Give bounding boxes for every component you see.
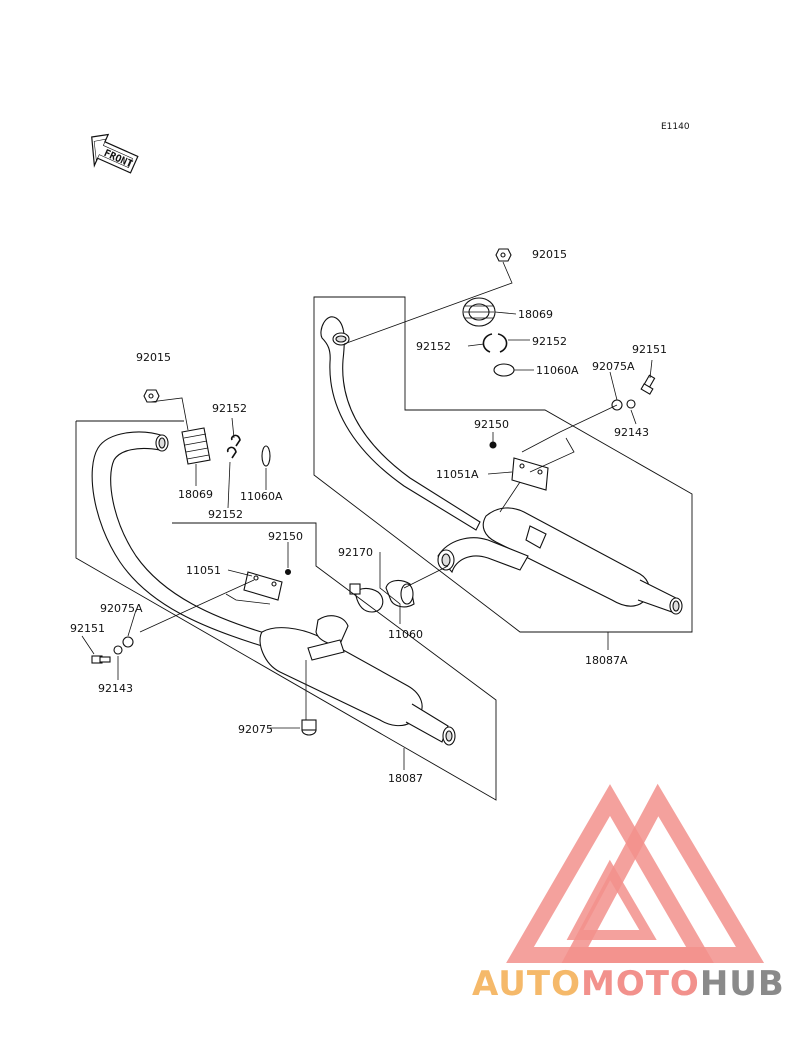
callout-l-92152-top: 92152 <box>212 402 247 415</box>
right-gasket-18069 <box>462 297 496 327</box>
left-bracket <box>243 571 283 601</box>
callout-r-92075A: 92075A <box>592 360 635 373</box>
callout-l-92015: 92015 <box>136 351 171 364</box>
callout-l-11060A: 11060A <box>240 490 283 503</box>
callout-l-92152-bottom: 92152 <box>208 508 243 521</box>
callout-r-11060: 11060 <box>388 628 423 641</box>
callout-r-18087A: 18087A <box>585 654 628 667</box>
callout-l-92150: 92150 <box>268 530 303 543</box>
logo-word-hub: HUB <box>700 964 785 1004</box>
right-clip-92152-b <box>497 333 508 353</box>
right-muffler-assembly <box>313 248 693 650</box>
right-clip-92152-a <box>482 333 493 353</box>
callout-l-18087: 18087 <box>388 772 423 785</box>
left-muffler-assembly <box>75 389 497 801</box>
callout-l-92151: 92151 <box>70 622 105 635</box>
right-bolt-92151 <box>640 374 656 395</box>
logo-word-auto: AUTO <box>472 964 581 1004</box>
collar-11060 <box>385 579 415 608</box>
callout-l-92075A: 92075A <box>100 602 143 615</box>
clamp-92170 <box>349 583 384 613</box>
callout-labels: 92015 18069 92152 92152 11060A 92151 920… <box>70 248 667 785</box>
callout-r-92143: 92143 <box>614 426 649 439</box>
callout-l-92075: 92075 <box>238 723 273 736</box>
callout-l-18069: 18069 <box>178 488 213 501</box>
callout-r-92015: 92015 <box>532 248 567 261</box>
front-arrow-icon: FRONT <box>91 133 139 174</box>
left-nut-92015 <box>143 389 160 403</box>
logo-word-moto: MOTO <box>581 964 700 1004</box>
callout-r-92152-right: 92152 <box>532 335 567 348</box>
left-bolt-92151 <box>91 655 111 664</box>
callout-r-11051A: 11051A <box>436 468 479 481</box>
right-joint-pipe <box>437 537 529 574</box>
left-clip-92152-a <box>230 434 241 447</box>
callout-r-11060A: 11060A <box>536 364 579 377</box>
diagram-code: E1140 <box>661 122 690 132</box>
left-group-outline <box>75 420 497 801</box>
left-ring-11060A <box>261 445 271 467</box>
callout-r-92152-left: 92152 <box>416 340 451 353</box>
left-damper-92075A <box>122 636 134 648</box>
right-nut-92150 <box>489 441 497 449</box>
right-bracket <box>511 457 549 491</box>
right-washer-92143 <box>626 399 636 409</box>
callout-r-92170: 92170 <box>338 546 373 559</box>
right-ring-11060A <box>493 363 515 377</box>
logo-wordmark: AUTOMOTOHUB <box>472 964 785 1004</box>
right-group-outline <box>313 296 693 633</box>
automotohub-logo: AUTOMOTOHUB <box>472 783 785 1004</box>
callout-r-92151: 92151 <box>632 343 667 356</box>
logo-triangle-mark-icon <box>506 783 765 963</box>
callout-r-18069: 18069 <box>518 308 553 321</box>
left-clip-92152-b <box>226 446 237 459</box>
callout-l-11051: 11051 <box>186 564 221 577</box>
left-damper-92075 <box>301 719 317 736</box>
left-gasket-18069 <box>181 427 211 465</box>
callout-r-92150: 92150 <box>474 418 509 431</box>
left-nut-92150 <box>284 568 292 576</box>
left-washer-92143 <box>113 645 123 655</box>
right-nut-92015 <box>495 248 512 262</box>
callout-l-92143: 92143 <box>98 682 133 695</box>
